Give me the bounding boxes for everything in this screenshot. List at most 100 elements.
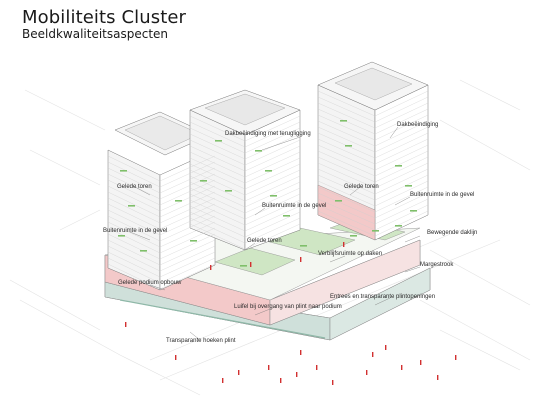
green-balconies <box>118 120 417 267</box>
floor-line <box>189 115 246 142</box>
floor-line <box>374 198 429 225</box>
floor-line <box>317 114 376 141</box>
page-subtitle: Beeldkwaliteitsaspecten <box>22 27 169 41</box>
balcony-mark <box>225 190 232 192</box>
floor-line <box>107 191 161 218</box>
floor-line <box>317 120 376 147</box>
floor-line <box>159 179 216 206</box>
floor-line <box>374 180 429 207</box>
person-figure <box>296 372 298 377</box>
leader-lines <box>129 126 421 341</box>
floor-line <box>107 263 161 290</box>
floor-line <box>107 251 161 278</box>
person-figure <box>222 378 224 383</box>
floor-line <box>107 221 161 248</box>
floor-line <box>159 203 216 230</box>
floor-line <box>374 132 429 159</box>
floor-line <box>374 126 429 153</box>
floor-line <box>374 114 429 141</box>
floor-line <box>189 211 246 238</box>
person-figure <box>238 370 240 375</box>
balcony-mark <box>345 145 352 147</box>
floor-line <box>189 145 246 172</box>
floor-line <box>374 186 429 213</box>
label-gelede-podium-opbouw: Gelede podium opbouw <box>118 280 182 286</box>
floor-line <box>159 263 216 290</box>
floor-line <box>189 175 246 202</box>
floor-line <box>317 186 376 213</box>
floor-line <box>244 157 301 184</box>
floor-line <box>189 193 246 220</box>
balcony-mark <box>175 200 182 202</box>
floor-line <box>159 209 216 236</box>
floor-line <box>374 192 429 219</box>
person-figure <box>401 365 403 370</box>
floor-line <box>374 204 429 231</box>
person-figure <box>372 352 374 357</box>
floor-line <box>107 161 161 188</box>
floor-line <box>107 257 161 284</box>
floor-line <box>244 139 301 166</box>
page-title: Mobiliteits Cluster <box>22 7 187 28</box>
floor-line <box>107 239 161 266</box>
floor-line <box>374 210 429 237</box>
floor-line <box>189 187 246 214</box>
floor-line <box>374 150 429 177</box>
floor-line <box>317 138 376 165</box>
balcony-mark <box>372 230 379 232</box>
floor-line <box>244 193 301 220</box>
floor-line <box>317 162 376 189</box>
floor-line <box>107 185 161 212</box>
label-bewegende-daklijn: Bewegende daklijn <box>427 230 478 236</box>
floor-line <box>107 245 161 272</box>
person-figure <box>210 265 212 270</box>
left-tower <box>107 111 216 291</box>
floor-line <box>244 211 301 238</box>
floor-line <box>317 198 376 225</box>
label-dakbeeindiging-terugligging: Dakbeëindiging met terugligging <box>225 131 311 137</box>
balcony-mark <box>270 195 277 197</box>
floor-line <box>189 163 246 190</box>
floor-line <box>374 156 429 183</box>
floor-line <box>189 205 246 232</box>
floor-line <box>317 192 376 219</box>
floor-line <box>374 168 429 195</box>
label-gelede-toren-mid: Gelede toren <box>247 238 282 244</box>
floor-line <box>244 181 301 208</box>
floor-line <box>107 227 161 254</box>
floor-line <box>374 120 429 147</box>
floor-line <box>317 210 376 237</box>
floor-line <box>244 151 301 178</box>
label-luifel: Luifel bij overgang van plint naar podiu… <box>234 304 342 310</box>
floor-line <box>244 205 301 232</box>
label-transparante-hoeken-plint: Transparante hoeken plint <box>166 338 236 344</box>
floor-line <box>317 126 376 153</box>
balcony-mark <box>120 170 127 172</box>
balcony-mark <box>340 120 347 122</box>
floor-line <box>374 144 429 171</box>
person-figure <box>175 355 177 360</box>
floor-line <box>159 215 216 242</box>
label-verblijfsruimte-daken: Verblijfsruimte op daken <box>318 251 383 257</box>
balcony-mark <box>240 265 247 267</box>
person-figure <box>420 360 422 365</box>
person-figure <box>300 350 302 355</box>
balcony-mark <box>405 185 412 187</box>
floor-line <box>244 163 301 190</box>
floor-line <box>189 223 246 250</box>
people-figures <box>125 242 457 385</box>
floor-line <box>107 197 161 224</box>
floor-line <box>159 221 216 248</box>
floor-line <box>189 181 246 208</box>
floor-line <box>159 257 216 284</box>
person-figure <box>125 322 127 327</box>
person-figure <box>316 365 318 370</box>
floor-line <box>317 90 376 117</box>
floor-line <box>159 185 216 212</box>
floor-line <box>189 169 246 196</box>
balcony-mark <box>350 235 357 237</box>
person-figure <box>455 355 457 360</box>
label-gelede-toren-left: Gelede toren <box>117 184 152 190</box>
floor-line <box>107 233 161 260</box>
